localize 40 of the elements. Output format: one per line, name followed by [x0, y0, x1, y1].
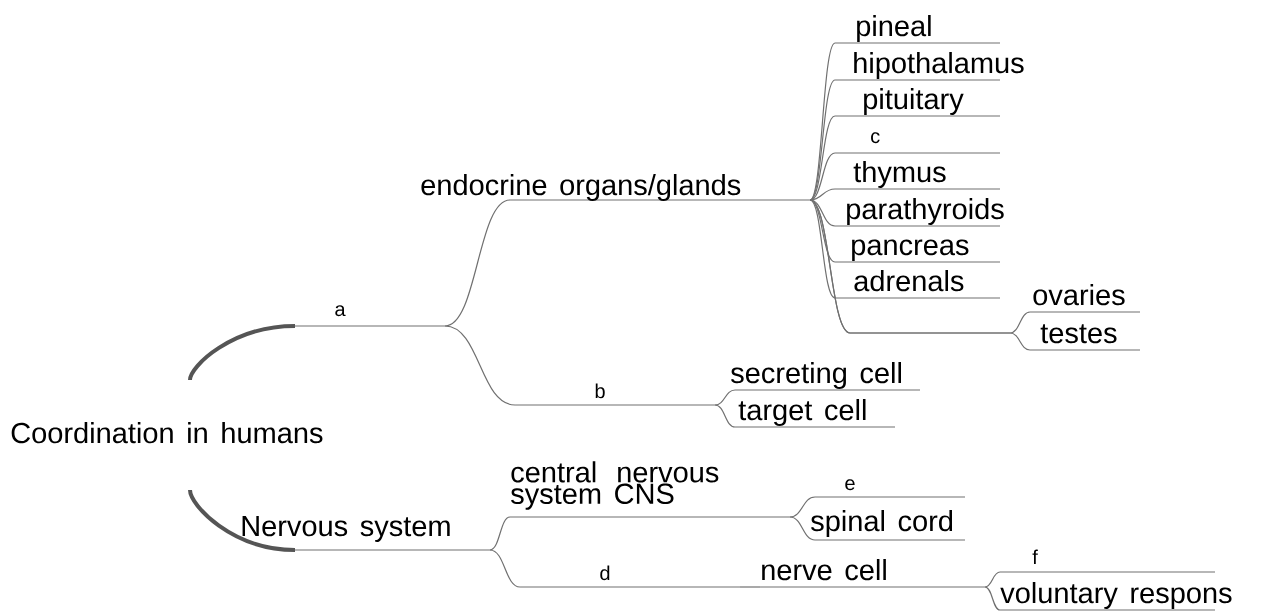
- branch-label: pancreas: [834, 239, 1001, 263]
- branch-label: testes: [1029, 324, 1141, 351]
- branch-label: spinal cord: [811, 510, 966, 541]
- branch-label: adrenals: [834, 270, 1001, 299]
- branch-line: [789, 516, 816, 541]
- branch-line: [188, 324, 296, 381]
- branch-line: [984, 571, 1001, 588]
- branch-line: [489, 516, 511, 551]
- branch-label: ovaries: [1029, 284, 1141, 313]
- branch-label: hipothalamus: [834, 52, 1024, 81]
- branch-line: [714, 389, 736, 406]
- branch-label: endocrine organs/glands: [421, 174, 811, 201]
- branch-label: d: [519, 565, 741, 588]
- branch-label: voluntary respons: [999, 582, 1232, 611]
- branch-label: e: [814, 479, 966, 498]
- branch-line: [789, 496, 816, 518]
- branch-label: a: [294, 305, 446, 327]
- central-topic: Coordination in humans: [11, 422, 323, 444]
- branch-label: pineal: [834, 15, 1001, 44]
- branch-label: secreting cell: [731, 362, 921, 391]
- branch-label: thymus: [834, 161, 1001, 190]
- branch-line: [809, 199, 836, 299]
- branch-line: [444, 199, 511, 327]
- branch-line: [444, 325, 516, 406]
- branch-label: nerve cell: [759, 559, 986, 588]
- branch-line: [714, 404, 736, 428]
- branch-line: [809, 152, 836, 201]
- branch-line: [739, 586, 761, 588]
- branch-line: [188, 489, 296, 552]
- branch-label: pituitary: [834, 88, 1001, 117]
- branch-line: [809, 79, 836, 201]
- branch-label: target cell: [734, 399, 896, 428]
- branch-label: central nervous system CNS: [509, 461, 791, 518]
- branch-line: [489, 549, 521, 588]
- branch-label: b: [514, 383, 716, 406]
- branch-label: Nervous system: [242, 516, 491, 551]
- branch-label: f: [999, 549, 1216, 573]
- branch-label: parathyroids: [834, 198, 1004, 227]
- branch-label: c: [834, 132, 1001, 154]
- branch-line: [984, 586, 1001, 611]
